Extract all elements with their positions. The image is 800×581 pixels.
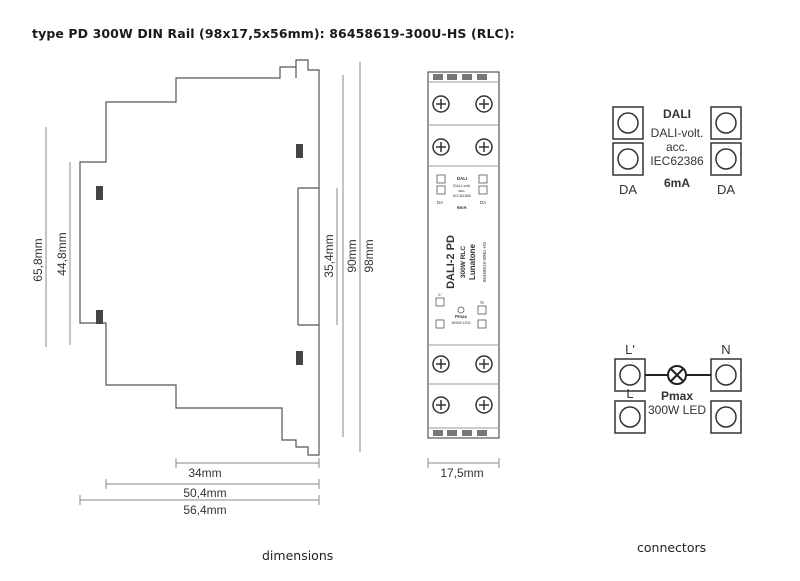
device-model-label: 300W RLC	[460, 246, 467, 278]
dim-44-8-label: 44,8mm	[55, 232, 69, 275]
clip-upper-left	[96, 186, 103, 200]
device-pmax-label: Pmax	[455, 314, 468, 319]
device-lamp-icon	[457, 306, 465, 314]
dim-17-5-label: 17,5mm	[440, 466, 483, 480]
dali-standard-label: IEC62386	[650, 154, 704, 168]
da-right-label: DA	[717, 182, 735, 197]
dim-56-4-label: 56,4mm	[183, 503, 226, 517]
dim-34-label: 34mm	[188, 466, 221, 480]
clip-lower-left	[96, 310, 103, 324]
device-standard-label: IEC62386	[453, 193, 472, 198]
load-label: 300W LED	[648, 403, 706, 417]
front-view: DALI DALI-volt. acc. IEC62386 DA DA 6mA …	[427, 71, 500, 439]
dali-title: DALI	[663, 107, 691, 121]
clip-lower-right	[296, 351, 303, 365]
device-art-nr-label: 86458619-300U-HS	[482, 242, 487, 282]
clip-upper-right	[296, 144, 303, 158]
n-label: N	[721, 342, 730, 357]
dimensions-caption: dimensions	[262, 548, 334, 563]
lamp-icon	[667, 365, 687, 385]
dali-connector-diagram: DALI DALI-volt. acc. IEC62386 DA 6mA DA	[612, 106, 742, 197]
pmax-label: Pmax	[661, 389, 693, 403]
device-load-label: 300W LED	[451, 320, 470, 325]
device-da-right-label: DA	[480, 200, 486, 205]
l-prime-label: L'	[625, 342, 635, 357]
device-brand-label: Lunatone	[468, 243, 477, 280]
l-label: L	[626, 386, 633, 401]
page-title: type PD 300W DIN Rail (98x17,5x56mm): 86…	[32, 26, 515, 41]
terminal-screws	[432, 95, 493, 414]
dali-current-label: 6mA	[664, 176, 690, 190]
device-acc-label: acc.	[458, 188, 465, 193]
device-dali-label: DALI	[457, 176, 468, 181]
load-connector-diagram: L' N L Pmax 300W LED	[614, 342, 742, 434]
device-da-left-label: DA	[437, 200, 443, 205]
vertical-dimension-lines	[45, 62, 361, 452]
dali-acc-label: acc.	[666, 140, 688, 154]
dim-98-label: 98mm	[362, 239, 376, 272]
device-current-label: 6mA	[457, 205, 468, 210]
side-profile-outline	[79, 59, 320, 456]
da-left-label: DA	[619, 182, 637, 197]
dim-50-4-label: 50,4mm	[183, 486, 226, 500]
side-profile-clips	[96, 144, 303, 365]
device-product-label: DALI-2 PD	[445, 235, 457, 289]
dim-35-4-label: 35,4mm	[322, 234, 336, 277]
horizontal-dimension-lines	[79, 458, 500, 505]
device-n-label: N	[480, 300, 483, 305]
dim-90-label: 90mm	[345, 239, 359, 272]
device-l-prime-label: L'	[438, 292, 442, 297]
dim-65-8-label: 65,8mm	[31, 238, 45, 281]
device-dali-volt-label: DALI-volt.	[453, 183, 471, 188]
dali-volt-label: DALI-volt.	[651, 126, 704, 140]
connectors-caption: connectors	[637, 540, 707, 555]
